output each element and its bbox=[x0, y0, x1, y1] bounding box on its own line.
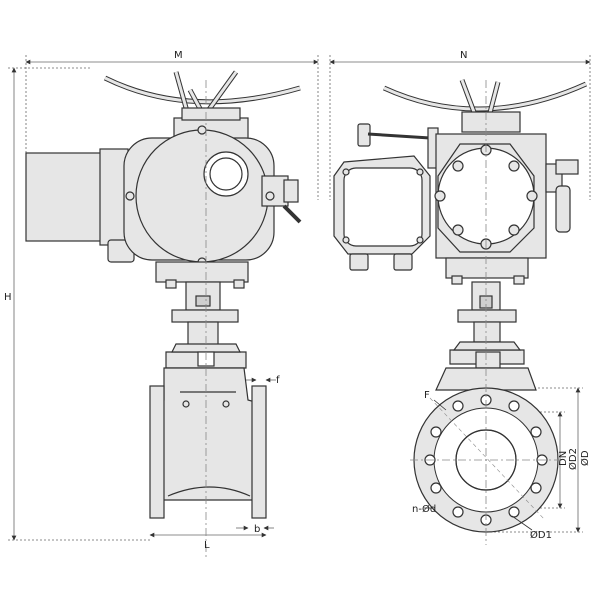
bolt-icon bbox=[125, 191, 135, 201]
side-view bbox=[333, 79, 588, 545]
front-view bbox=[25, 70, 302, 560]
label-f: f bbox=[276, 375, 280, 386]
label-D2: ØD2 bbox=[567, 448, 579, 470]
dimension-labels: M N H L b f F n-Ød ØD1 DN ØD2 ØD bbox=[4, 50, 591, 551]
junction-box-window bbox=[343, 167, 423, 247]
flange-left bbox=[149, 385, 165, 519]
side-top-block bbox=[461, 111, 521, 133]
label-DN: DN bbox=[558, 451, 569, 466]
bolt-icon bbox=[265, 191, 275, 201]
side-yoke-plate bbox=[457, 309, 517, 323]
label-N: N bbox=[460, 50, 467, 61]
label-H: H bbox=[4, 292, 12, 303]
stem-neck bbox=[187, 321, 219, 347]
flange-right bbox=[251, 385, 267, 519]
label-D1: ØD1 bbox=[530, 529, 552, 541]
cable-gland-2 bbox=[393, 253, 413, 271]
label-L: L bbox=[204, 540, 210, 551]
top-cap bbox=[181, 107, 241, 121]
cable-gland-1 bbox=[349, 253, 369, 271]
label-b: b bbox=[254, 524, 260, 535]
gearbox-cover bbox=[135, 129, 269, 263]
bolt-icon bbox=[197, 125, 207, 135]
yoke-plate bbox=[171, 309, 239, 323]
label-nd: n-Ød bbox=[412, 503, 436, 515]
motor-body bbox=[25, 152, 107, 242]
valve-body-front bbox=[157, 367, 263, 501]
label-D: ØD bbox=[579, 450, 591, 466]
base-block bbox=[155, 261, 249, 283]
label-M: M bbox=[174, 50, 183, 61]
label-F: F bbox=[424, 390, 430, 401]
side-base-block bbox=[445, 257, 529, 279]
